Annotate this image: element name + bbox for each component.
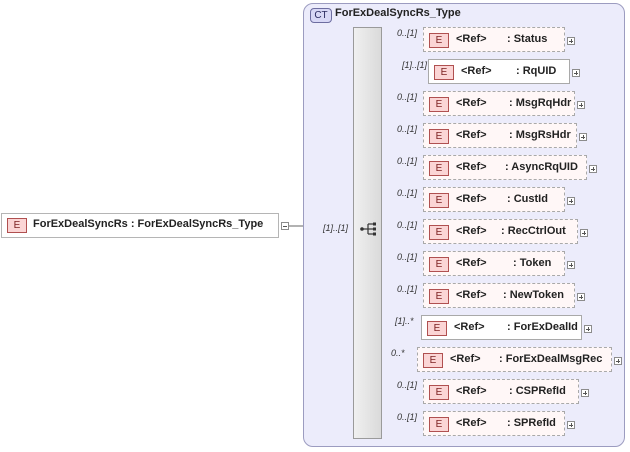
expand-icon[interactable] [572, 69, 580, 77]
expand-icon[interactable] [577, 293, 585, 301]
element-badge: E [429, 225, 449, 240]
complex-type-title: ForExDealSyncRs_Type [335, 7, 461, 19]
child-name-label: : NewToken [503, 289, 564, 301]
child-ref-label: <Ref> [456, 225, 487, 237]
expand-icon[interactable] [584, 325, 592, 333]
child-name-label: : AsyncRqUID [505, 161, 578, 173]
child-cardinality: 0..* [391, 348, 405, 358]
child-cardinality: [1]..[1] [402, 60, 428, 70]
element-badge: E [434, 65, 454, 80]
child-element-box[interactable] [423, 155, 587, 180]
root-cardinality: [1]..[1] [323, 223, 349, 233]
child-element-box[interactable] [423, 379, 579, 404]
element-badge: E [423, 353, 443, 368]
child-name-label: : MsgRsHdr [509, 129, 571, 141]
expand-icon[interactable] [567, 421, 575, 429]
expand-icon[interactable] [577, 101, 585, 109]
child-ref-label: <Ref> [456, 385, 487, 397]
element-badge: E [427, 321, 447, 336]
child-ref-label: <Ref> [454, 321, 485, 333]
root-element-badge: E [7, 218, 27, 233]
child-name-label: : Status [507, 33, 548, 45]
child-name-label: : CustId [507, 193, 548, 205]
child-ref-label: <Ref> [456, 129, 487, 141]
child-cardinality: 0..[1] [397, 188, 418, 198]
expand-icon[interactable] [579, 133, 587, 141]
child-cardinality: 0..[1] [397, 380, 418, 390]
child-name-label: : MsgRqHdr [509, 97, 572, 109]
element-badge: E [429, 257, 449, 272]
expand-icon[interactable] [580, 229, 588, 237]
expand-icon[interactable] [581, 389, 589, 397]
expand-icon[interactable] [614, 357, 622, 365]
element-badge: E [429, 33, 449, 48]
child-cardinality: 0..[1] [397, 156, 418, 166]
child-name-label: : RqUID [516, 65, 557, 77]
root-element-label: ForExDealSyncRs : ForExDealSyncRs_Type [33, 218, 264, 230]
element-badge: E [429, 417, 449, 432]
child-element-box[interactable] [417, 347, 612, 372]
child-cardinality: 0..[1] [397, 92, 418, 102]
element-badge: E [429, 385, 449, 400]
root-element-box[interactable] [1, 213, 279, 238]
child-cardinality: 0..[1] [397, 252, 418, 262]
element-badge: E [429, 97, 449, 112]
child-name-label: : RecCtrlOut [501, 225, 566, 237]
expand-icon[interactable] [567, 37, 575, 45]
child-name-label: : ForExDealId [507, 321, 578, 333]
child-ref-label: <Ref> [450, 353, 481, 365]
child-ref-label: <Ref> [456, 417, 487, 429]
child-cardinality: 0..[1] [397, 28, 418, 38]
child-cardinality: 0..[1] [397, 220, 418, 230]
child-cardinality: 0..[1] [397, 412, 418, 422]
child-ref-label: <Ref> [456, 161, 487, 173]
element-badge: E [429, 129, 449, 144]
child-ref-label: <Ref> [456, 97, 487, 109]
child-ref-label: <Ref> [456, 257, 487, 269]
expand-icon[interactable] [589, 165, 597, 173]
element-badge: E [429, 193, 449, 208]
child-cardinality: 0..[1] [397, 284, 418, 294]
expand-icon[interactable] [567, 197, 575, 205]
child-cardinality: [1]..* [395, 316, 414, 326]
collapse-icon[interactable] [281, 222, 289, 230]
child-name-label: : SPRefId [507, 417, 556, 429]
element-badge: E [429, 289, 449, 304]
element-badge: E [429, 161, 449, 176]
expand-icon[interactable] [567, 261, 575, 269]
child-ref-label: <Ref> [461, 65, 492, 77]
child-ref-label: <Ref> [456, 289, 487, 301]
child-ref-label: <Ref> [456, 33, 487, 45]
complex-type-badge: CT [310, 8, 332, 23]
child-ref-label: <Ref> [456, 193, 487, 205]
child-cardinality: 0..[1] [397, 124, 418, 134]
child-name-label: : CSPRefId [509, 385, 566, 397]
sequence-icon [360, 222, 376, 236]
child-element-box[interactable] [421, 315, 582, 340]
child-name-label: : ForExDealMsgRec [499, 353, 603, 365]
child-name-label: : Token [513, 257, 552, 269]
